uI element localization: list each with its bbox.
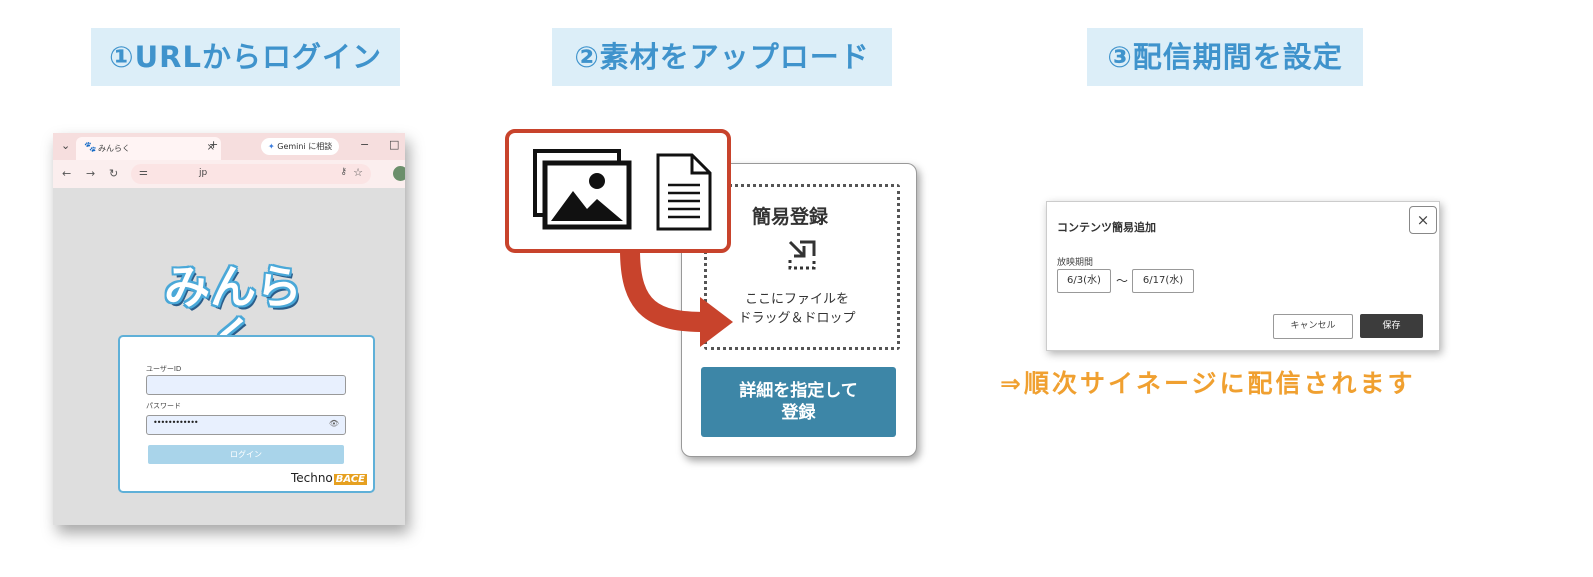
app-logo: みんらく xyxy=(164,260,302,365)
quick-register-title: 簡易登録 xyxy=(752,206,829,228)
end-date-input[interactable]: 6/17(水) xyxy=(1132,269,1194,293)
maximize-icon[interactable]: □ xyxy=(389,138,400,151)
minimize-icon[interactable]: − xyxy=(360,138,370,151)
drop-zone[interactable] xyxy=(704,184,900,350)
detail-line-2: 登録 xyxy=(781,403,816,423)
upload-card: 簡易登録 ここにファイルを ドラッグ＆ドロップ 詳細を指定して 登録 xyxy=(681,163,917,457)
tab-favicon-icon: 🐾 xyxy=(84,142,97,153)
cancel-button[interactable]: キャンセル xyxy=(1273,314,1353,339)
tab-list-icon[interactable]: ⌄ xyxy=(61,139,71,152)
forward-icon[interactable]: → xyxy=(86,167,96,180)
password-input[interactable]: •••••••••••• 👁 xyxy=(146,415,346,435)
gemini-spark-icon: ✦ xyxy=(268,142,275,151)
start-date-input[interactable]: 6/3(水) xyxy=(1057,269,1111,293)
reload-icon[interactable]: ↻ xyxy=(109,167,119,180)
result-message: ⇒順次サイネージに配信されます xyxy=(1000,369,1416,398)
password-label: パスワード xyxy=(146,402,181,410)
profile-avatar[interactable] xyxy=(393,166,405,181)
gemini-label: Gemini に相談 xyxy=(277,142,333,151)
url-bar[interactable]: ⚌ jp ⚷ ☆ xyxy=(131,164,371,184)
tab-close-icon[interactable]: × xyxy=(206,142,215,153)
step-2-title: ②素材をアップロード xyxy=(552,28,892,86)
detail-register-button[interactable]: 詳細を指定して 登録 xyxy=(701,367,896,437)
dialog-title: コンテンツ簡易追加 xyxy=(1057,221,1156,234)
drop-instructions: ここにファイルを ドラッグ＆ドロップ xyxy=(702,290,892,328)
password-key-icon[interactable]: ⚷ xyxy=(340,167,347,177)
save-button[interactable]: 保存 xyxy=(1360,314,1423,338)
bookmark-star-icon[interactable]: ☆ xyxy=(353,166,363,179)
tab-title: みんらく xyxy=(98,144,130,153)
user-id-input[interactable] xyxy=(146,375,346,395)
step-1-title: ①URLからログイン xyxy=(91,28,400,86)
gemini-button[interactable]: ✦ Gemini に相談 xyxy=(261,138,340,155)
user-id-label: ユーザーID xyxy=(146,365,182,373)
login-button[interactable]: ログイン xyxy=(148,445,344,464)
new-tab-icon[interactable]: + xyxy=(209,138,219,151)
drop-line-1: ここにファイルを xyxy=(744,292,849,307)
password-value: •••••••••••• xyxy=(153,418,199,427)
drop-upload-icon xyxy=(786,238,820,278)
url-text: jp xyxy=(199,168,208,178)
brand-highlight: BACE xyxy=(333,474,367,485)
image-file-icon xyxy=(529,149,639,235)
files-callout xyxy=(505,129,731,253)
step-3-title: ③配信期間を設定 xyxy=(1087,28,1363,86)
content-add-dialog: コンテンツ簡易追加 × 放映期間 6/3(水) ～ 6/17(水) キャンセル … xyxy=(1046,201,1440,351)
brand-text: Techno xyxy=(290,471,333,485)
site-settings-icon[interactable]: ⚌ xyxy=(139,167,148,178)
browser-window: ⌄ 🐾 みんらく × + ✦ Gemini に相談 − □ ← → ↻ ⚌ jp… xyxy=(53,133,405,525)
close-icon[interactable]: × xyxy=(1409,206,1437,234)
drop-line-2: ドラッグ＆ドロップ xyxy=(738,311,856,326)
document-file-icon xyxy=(654,151,714,237)
drag-arrow-icon xyxy=(620,249,733,347)
detail-line-1: 詳細を指定して xyxy=(739,381,858,401)
show-password-eye-icon[interactable]: 👁 xyxy=(328,419,339,428)
address-bar-row: ← → ↻ ⚌ jp ⚷ ☆ xyxy=(53,160,405,188)
browser-tab[interactable]: 🐾 みんらく × xyxy=(76,137,221,160)
date-range-separator: ～ xyxy=(1116,274,1129,288)
tab-bar: ⌄ 🐾 みんらく × + ✦ Gemini に相談 − □ xyxy=(53,133,405,160)
back-icon[interactable]: ← xyxy=(62,167,72,180)
period-label: 放映期間 xyxy=(1057,258,1094,268)
